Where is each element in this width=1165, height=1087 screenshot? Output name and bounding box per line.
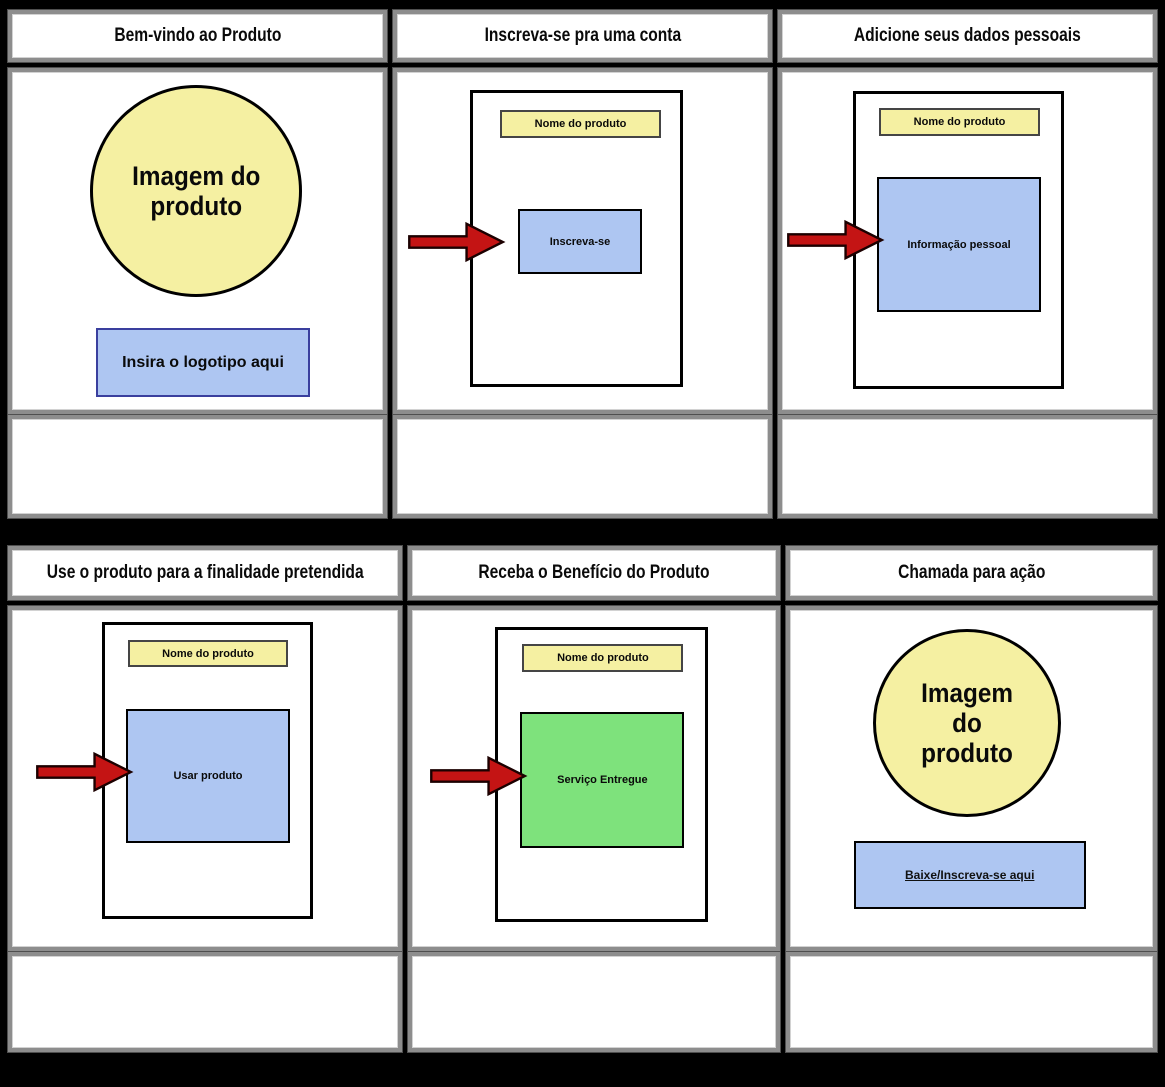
panel-title: Chamada para ação	[897, 562, 1045, 583]
product-image-circle[interactable]: Imagem do produto	[90, 85, 302, 297]
panel-personal-data-description-cell[interactable]	[778, 414, 1157, 518]
panel-benefit: Receba o Benefício do Produto Nome do pr…	[408, 546, 780, 1052]
screen-header-label: Nome do produto	[534, 118, 627, 130]
panel-cta: Chamada para ação Imagem do produto Baix…	[785, 546, 1157, 1052]
panel-benefit-description-cell[interactable]	[408, 951, 780, 1052]
panel-signup: Inscreva-se pra uma conta Nome do produt…	[393, 10, 772, 518]
logo-placeholder-box[interactable]: Insira o logotipo aqui	[96, 328, 310, 397]
signup-button-box[interactable]: Inscreva-se	[518, 209, 642, 274]
panel-cta-canvas[interactable]: Imagem do produto Baixe/Inscreva-se aqui	[785, 606, 1157, 951]
panel-personal-data: Adicione seus dados pessoais Nome do pro…	[778, 10, 1157, 518]
red-arrow-icon[interactable]	[427, 755, 531, 797]
service-delivered-label: Serviço Entregue	[557, 774, 648, 786]
screen-header-box[interactable]: Nome do produto	[500, 110, 661, 138]
red-arrow-icon[interactable]	[784, 219, 888, 261]
panel-title: Inscreva-se pra uma conta	[484, 25, 681, 46]
logo-placeholder-label: Insira o logotipo aqui	[122, 353, 284, 371]
download-signup-box[interactable]: Baixe/Inscreva-se aqui	[853, 841, 1086, 909]
panel-cta-title-cell[interactable]: Chamada para ação	[785, 546, 1157, 600]
panel-title: Bem-vindo ao Produto	[113, 25, 282, 46]
panel-signup-canvas[interactable]: Nome do produto Inscreva-se	[393, 68, 772, 414]
storyboard-row-2: Use o produto para a finalidade pretendi…	[8, 546, 1157, 1052]
service-delivered-box[interactable]: Serviço Entregue	[520, 712, 685, 848]
screen-header-box[interactable]: Nome do produto	[879, 108, 1040, 136]
use-product-label: Usar produto	[173, 770, 243, 782]
phone-screen-mockup[interactable]: Nome do produto Informação pessoal	[853, 91, 1064, 389]
panel-welcome-canvas[interactable]: Imagem do produto Insira o logotipo aqui	[8, 68, 387, 414]
screen-header-box[interactable]: Nome do produto	[522, 644, 684, 672]
panel-title: Use o produto para a finalidade pretendi…	[46, 562, 364, 583]
panel-signup-description-cell[interactable]	[393, 414, 772, 518]
signup-button-label: Inscreva-se	[549, 235, 611, 248]
panel-signup-title-cell[interactable]: Inscreva-se pra uma conta	[393, 10, 772, 62]
panel-title: Adicione seus dados pessoais	[854, 25, 1081, 46]
panel-use-product-description-cell[interactable]	[8, 951, 403, 1052]
product-image-label: Imagem do produto	[131, 160, 261, 221]
panel-benefit-title-cell[interactable]: Receba o Benefício do Produto	[408, 546, 780, 600]
screen-header-label: Nome do produto	[557, 652, 649, 664]
panel-use-product-title-cell[interactable]: Use o produto para a finalidade pretendi…	[8, 546, 403, 600]
product-image-label: Imagem do produto	[920, 677, 1013, 769]
product-image-circle[interactable]: Imagem do produto	[872, 629, 1061, 817]
panel-benefit-canvas[interactable]: Nome do produto Serviço Entregue	[408, 606, 780, 951]
use-product-box[interactable]: Usar produto	[126, 709, 290, 843]
phone-screen-mockup[interactable]: Nome do produto Inscreva-se	[470, 90, 683, 387]
panel-personal-data-title-cell[interactable]: Adicione seus dados pessoais	[778, 10, 1157, 62]
screen-header-label: Nome do produto	[913, 116, 1006, 128]
panel-use-product: Use o produto para a finalidade pretendi…	[8, 546, 403, 1052]
panel-welcome: Bem-vindo ao Produto Imagem do produto I…	[8, 10, 387, 518]
phone-screen-mockup[interactable]: Nome do produto Usar produto	[102, 622, 313, 919]
panel-title: Receba o Benefício do Produto	[478, 562, 710, 583]
screen-header-label: Nome do produto	[162, 647, 254, 660]
personal-info-box[interactable]: Informação pessoal	[877, 177, 1041, 312]
panel-cta-description-cell[interactable]	[785, 951, 1157, 1052]
red-arrow-icon[interactable]	[405, 221, 509, 263]
panel-welcome-description-cell[interactable]	[8, 414, 387, 518]
red-arrow-icon[interactable]	[33, 751, 137, 793]
storyboard-row-1: Bem-vindo ao Produto Imagem do produto I…	[8, 10, 1157, 518]
panel-personal-data-canvas[interactable]: Nome do produto Informação pessoal	[778, 68, 1157, 414]
phone-screen-mockup[interactable]: Nome do produto Serviço Entregue	[495, 627, 709, 922]
panel-use-product-canvas[interactable]: Nome do produto Usar produto	[8, 606, 403, 951]
download-signup-link[interactable]: Baixe/Inscreva-se aqui	[905, 868, 1035, 882]
panel-welcome-title-cell[interactable]: Bem-vindo ao Produto	[8, 10, 387, 62]
personal-info-label: Informação pessoal	[907, 238, 1011, 251]
screen-header-box[interactable]: Nome do produto	[128, 640, 288, 667]
